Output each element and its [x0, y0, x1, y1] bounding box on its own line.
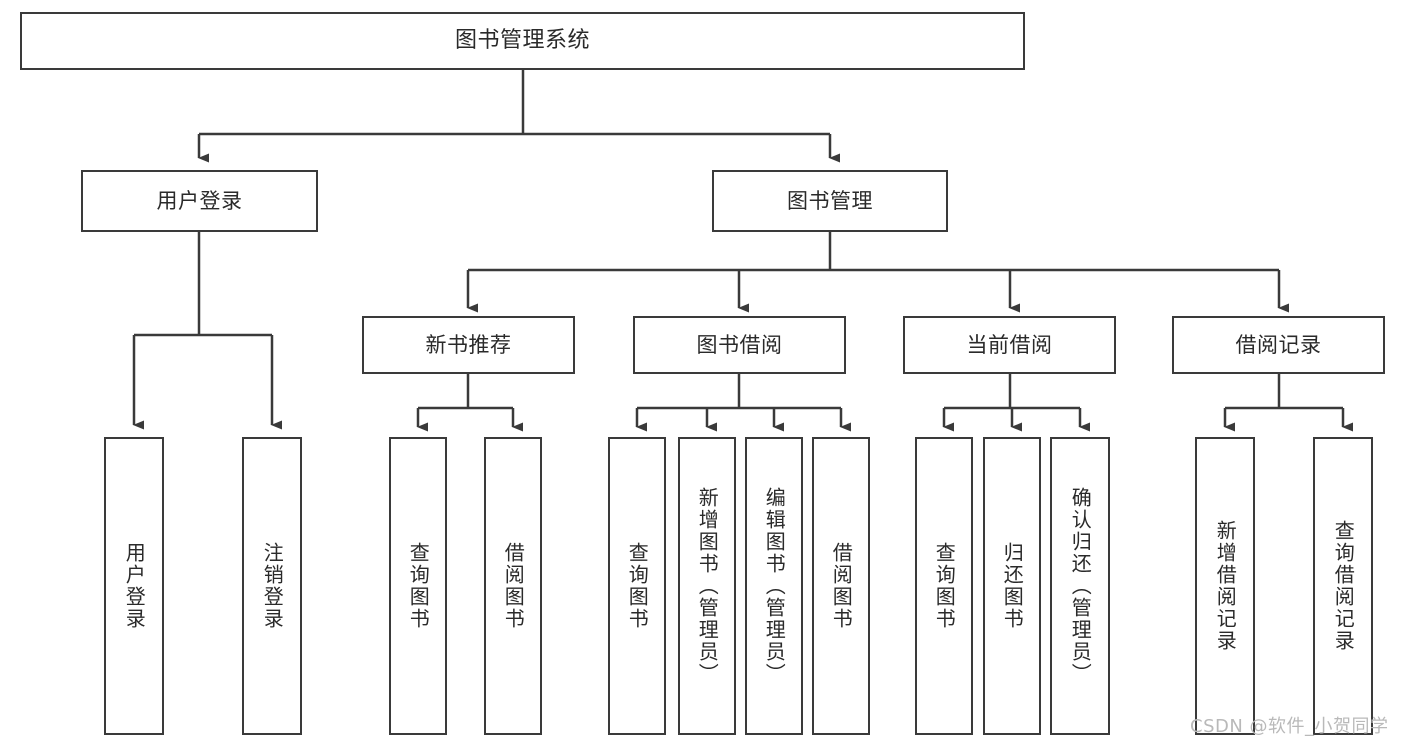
- node-label: 用户登录: [156, 188, 243, 213]
- node-label: 图书借阅: [696, 332, 783, 357]
- node-label: 查询图书: [406, 542, 431, 630]
- node-leaf-query-book-recommend[interactable]: 查询图书: [389, 437, 447, 735]
- node-label: 查询借阅记录: [1331, 520, 1356, 652]
- node-borrow-record[interactable]: 借阅记录: [1172, 316, 1385, 374]
- node-leaf-borrow-book[interactable]: 借阅图书: [812, 437, 870, 735]
- node-user-login[interactable]: 用户登录: [81, 170, 318, 232]
- node-label: 编辑图书（管理员）: [762, 487, 787, 685]
- node-label: 归还图书: [1000, 542, 1025, 630]
- node-label: 查询图书: [625, 542, 650, 630]
- node-leaf-add-book-admin[interactable]: 新增图书（管理员）: [678, 437, 736, 735]
- node-root-system[interactable]: 图书管理系统: [20, 12, 1025, 70]
- node-label: 用户登录: [122, 542, 147, 630]
- node-label: 图书管理: [787, 188, 873, 213]
- node-label: 新书推荐: [425, 332, 512, 357]
- node-label: 借阅记录: [1235, 332, 1322, 357]
- node-current-borrow[interactable]: 当前借阅: [903, 316, 1116, 374]
- node-leaf-borrow-book-recommend[interactable]: 借阅图书: [484, 437, 542, 735]
- node-book-borrow[interactable]: 图书借阅: [633, 316, 846, 374]
- node-label: 借阅图书: [829, 542, 854, 630]
- node-label: 确认归还（管理员）: [1068, 487, 1093, 685]
- node-label: 图书管理系统: [454, 28, 590, 54]
- node-label: 当前借阅: [966, 332, 1053, 357]
- node-leaf-query-borrow-record[interactable]: 查询借阅记录: [1313, 437, 1373, 735]
- node-label: 借阅图书: [501, 542, 526, 630]
- node-book-management[interactable]: 图书管理: [712, 170, 948, 232]
- node-leaf-query-book-borrow[interactable]: 查询图书: [608, 437, 666, 735]
- node-new-book-recommend[interactable]: 新书推荐: [362, 316, 575, 374]
- node-leaf-confirm-return-admin[interactable]: 确认归还（管理员）: [1050, 437, 1110, 735]
- node-leaf-user-login[interactable]: 用户登录: [104, 437, 164, 735]
- node-leaf-query-book-current[interactable]: 查询图书: [915, 437, 973, 735]
- node-leaf-return-book[interactable]: 归还图书: [983, 437, 1041, 735]
- node-leaf-logout[interactable]: 注销登录: [242, 437, 302, 735]
- node-leaf-add-borrow-record[interactable]: 新增借阅记录: [1195, 437, 1255, 735]
- watermark-text: CSDN @软件_小贺同学: [1190, 716, 1389, 737]
- node-label: 注销登录: [260, 542, 285, 630]
- node-leaf-edit-book-admin[interactable]: 编辑图书（管理员）: [745, 437, 803, 735]
- node-label: 新增借阅记录: [1213, 520, 1238, 652]
- node-label: 查询图书: [932, 542, 957, 630]
- node-label: 新增图书（管理员）: [695, 487, 720, 685]
